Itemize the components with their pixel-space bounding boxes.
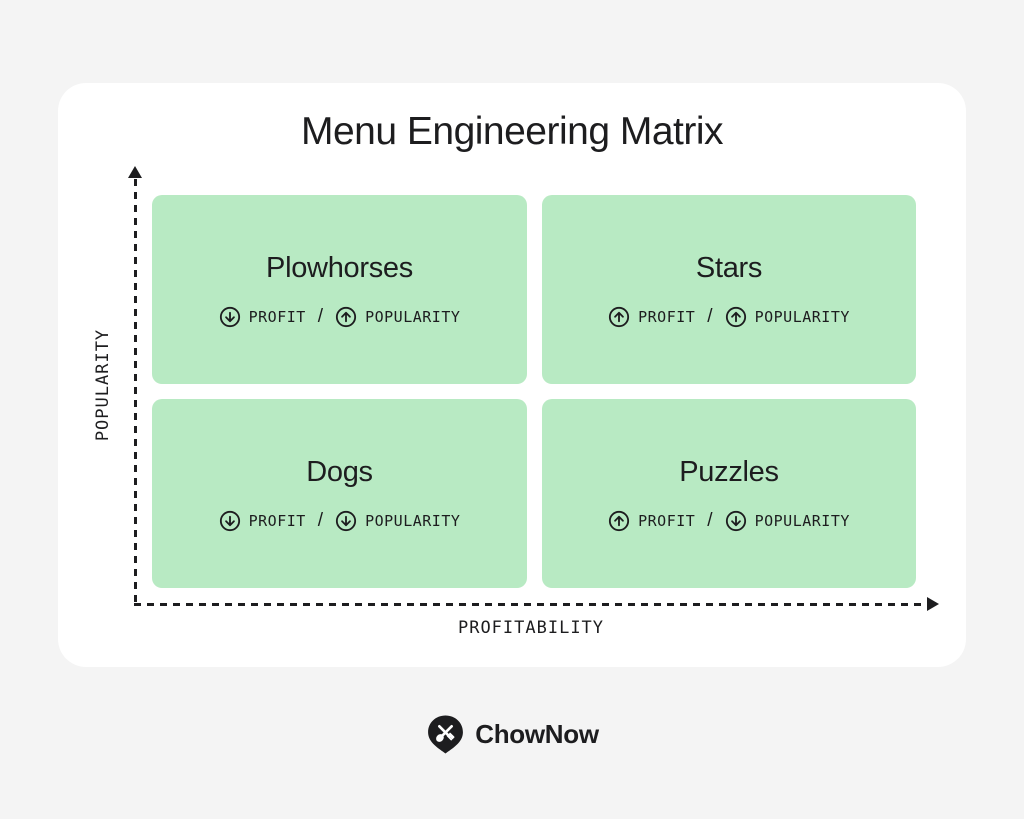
x-axis-label: PROFITABILITY bbox=[457, 618, 605, 638]
metric-separator: / bbox=[707, 305, 713, 327]
popularity-label: POPULARITY bbox=[754, 511, 850, 530]
arrow-down-circle-icon bbox=[725, 510, 747, 532]
y-axis-label: POPULARITY bbox=[93, 328, 113, 442]
profit-metric: PROFIT bbox=[608, 306, 695, 328]
quadrant-dogs: Dogs PROFIT / POPULARITY bbox=[152, 399, 527, 588]
arrow-up-circle-icon bbox=[725, 306, 747, 328]
quadrant-plowhorses: Plowhorses PROFIT / POPULARITY bbox=[152, 195, 527, 384]
quadrant-title: Dogs bbox=[306, 455, 373, 488]
popularity-metric: POPULARITY bbox=[725, 306, 850, 328]
popularity-metric: POPULARITY bbox=[335, 510, 460, 532]
profit-label: PROFIT bbox=[638, 511, 696, 530]
quadrant-grid: Plowhorses PROFIT / POPULARITY Stars bbox=[152, 195, 916, 588]
arrow-up-circle-icon bbox=[335, 306, 357, 328]
profit-metric: PROFIT bbox=[219, 510, 306, 532]
metric-separator: / bbox=[707, 509, 713, 531]
quadrant-metrics: PROFIT / POPULARITY bbox=[608, 306, 850, 328]
profit-label: PROFIT bbox=[638, 307, 696, 326]
arrow-down-circle-icon bbox=[219, 510, 241, 532]
brand-name: ChowNow bbox=[475, 719, 599, 749]
quadrant-title: Plowhorses bbox=[266, 251, 413, 284]
quadrant-title: Puzzles bbox=[679, 455, 779, 488]
chownow-pin-utensils-icon bbox=[425, 714, 466, 755]
metric-separator: / bbox=[317, 509, 324, 531]
metric-separator: / bbox=[317, 305, 324, 327]
quadrant-puzzles: Puzzles PROFIT / POPULARITY bbox=[542, 399, 916, 588]
arrow-up-circle-icon bbox=[608, 306, 630, 328]
arrow-down-circle-icon bbox=[219, 306, 241, 328]
quadrant-stars: Stars PROFIT / POPULARITY bbox=[542, 195, 916, 384]
popularity-label: POPULARITY bbox=[754, 307, 850, 326]
popularity-metric: POPULARITY bbox=[335, 306, 460, 328]
x-axis-dashed-line bbox=[134, 603, 928, 606]
arrow-up-circle-icon bbox=[608, 510, 630, 532]
popularity-label: POPULARITY bbox=[365, 511, 461, 530]
arrow-down-circle-icon bbox=[335, 510, 357, 532]
popularity-label: POPULARITY bbox=[365, 307, 461, 326]
quadrant-metrics: PROFIT / POPULARITY bbox=[608, 510, 850, 532]
quadrant-title: Stars bbox=[695, 251, 763, 284]
brand-footer: ChowNow bbox=[0, 714, 1024, 755]
page-title: Menu Engineering Matrix bbox=[300, 110, 724, 153]
profit-metric: PROFIT bbox=[608, 510, 695, 532]
profit-label: PROFIT bbox=[248, 511, 306, 530]
profit-label: PROFIT bbox=[248, 307, 306, 326]
matrix-card: Menu Engineering Matrix POPULARITY PROFI… bbox=[58, 83, 966, 667]
quadrant-metrics: PROFIT / POPULARITY bbox=[219, 306, 461, 328]
profit-metric: PROFIT bbox=[219, 306, 306, 328]
y-axis-dashed-line bbox=[134, 179, 137, 606]
quadrant-metrics: PROFIT / POPULARITY bbox=[219, 510, 461, 532]
popularity-metric: POPULARITY bbox=[725, 510, 850, 532]
axis-arrowhead-right-icon bbox=[927, 597, 939, 611]
axis-arrowhead-up-icon bbox=[128, 166, 142, 178]
